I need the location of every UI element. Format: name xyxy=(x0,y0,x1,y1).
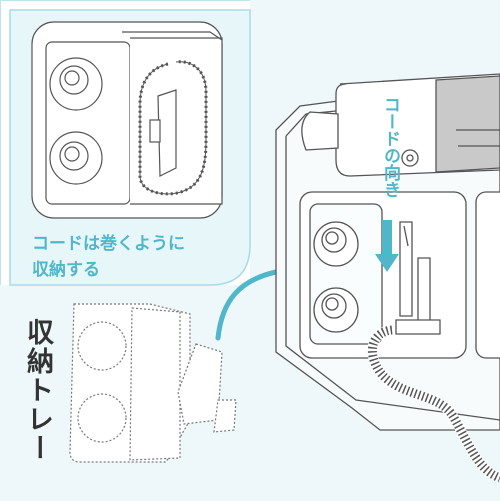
inset-panel xyxy=(9,9,251,286)
coiled-cord xyxy=(367,325,500,483)
inset-tray-illustration xyxy=(31,21,223,219)
storage-tray-outline xyxy=(69,303,237,463)
inset-caption: コードは巻くように 収納する xyxy=(32,234,185,280)
cord-direction-arrow xyxy=(375,220,399,272)
cord-direction-label: コードの向き xyxy=(380,96,400,198)
storage-tray-label: 収納トレー xyxy=(22,318,53,463)
